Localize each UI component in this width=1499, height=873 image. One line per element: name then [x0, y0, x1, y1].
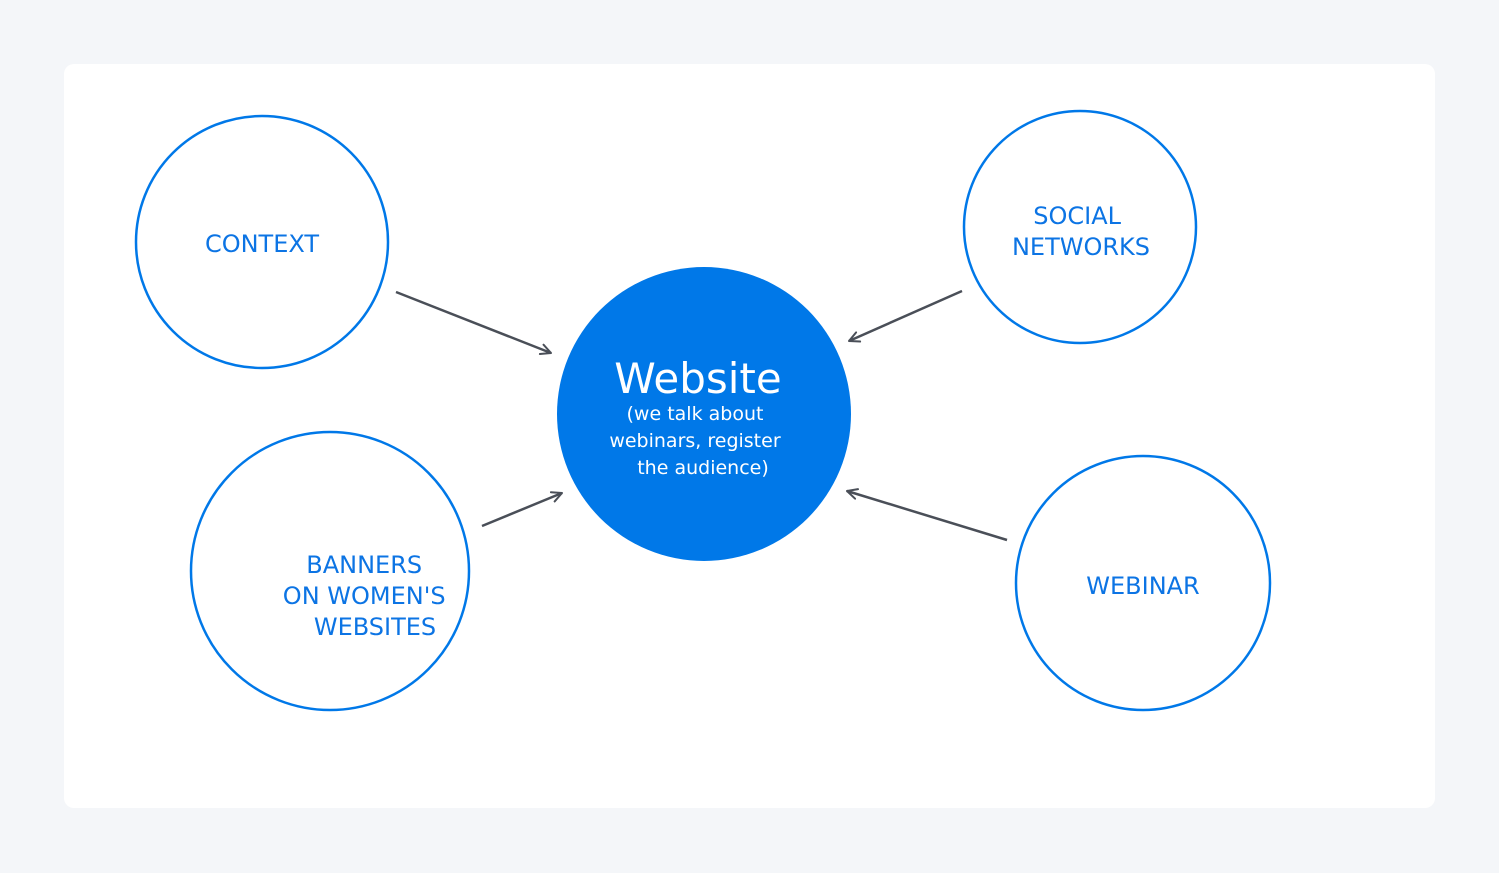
website-subtitle-line: the audience) [637, 457, 769, 479]
website-title: Website [614, 354, 781, 403]
node-website [557, 267, 851, 561]
context-label-line: CONTEXT [205, 230, 319, 258]
website-subtitle: (we talk about webinars, register the au… [609, 403, 786, 479]
banners-label-line: WEBSITES [314, 613, 436, 641]
arrow-context-to-website [395, 290, 552, 355]
arrow-webinar-to-website [846, 488, 1008, 542]
banners-label-line: BANNERS [306, 551, 422, 579]
banners-label: BANNERS ON WOMEN'S WEBSITES [283, 551, 453, 641]
node-banners [189, 430, 471, 712]
banners-label-line: ON WOMEN'S [283, 582, 446, 610]
website-subtitle-line: (we talk about [627, 403, 764, 425]
social-networks-label: SOCIAL NETWORKS [1012, 202, 1150, 261]
webinar-label: WEBINAR [1086, 572, 1199, 600]
node-social-networks [962, 109, 1198, 345]
website-subtitle-line: webinars, register [609, 430, 781, 452]
arrow-banners-to-website [481, 491, 563, 528]
webinar-label-line: WEBINAR [1086, 572, 1199, 600]
social-networks-label-line: SOCIAL [1033, 202, 1121, 230]
node-context [134, 114, 390, 370]
context-label: CONTEXT [205, 230, 319, 258]
arrow-social-to-website [848, 289, 963, 343]
node-webinar [1014, 454, 1272, 712]
social-networks-label-line: NETWORKS [1012, 233, 1150, 261]
